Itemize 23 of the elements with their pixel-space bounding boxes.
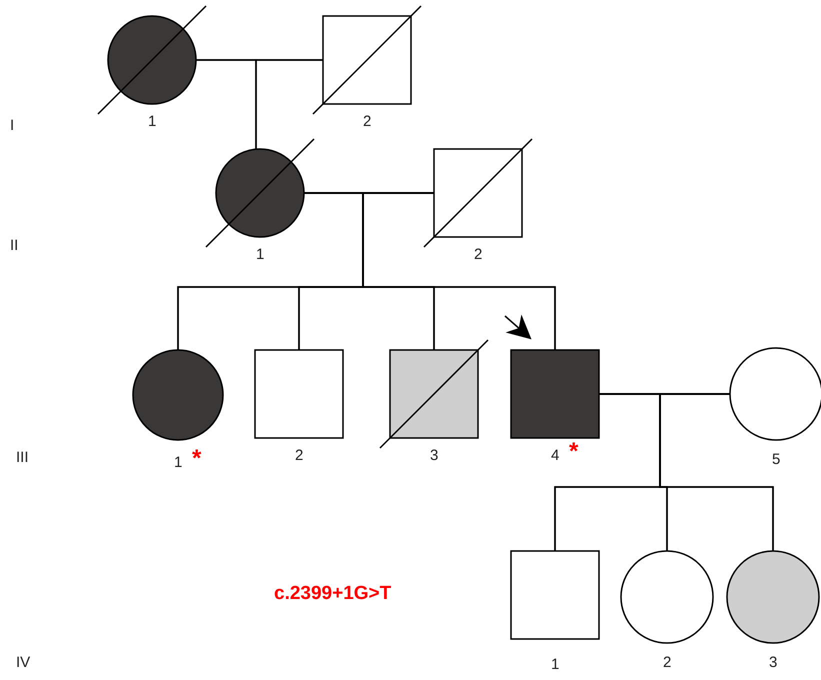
generation-label: II: [10, 237, 18, 254]
asterisk-mark: *: [569, 438, 578, 466]
descent-line: [255, 59, 323, 149]
asterisk-mark: *: [192, 445, 202, 473]
generation-label: III: [16, 449, 29, 466]
individual-number: 1: [551, 656, 560, 673]
generation-label: I: [10, 117, 14, 134]
individual-number: 2: [663, 654, 672, 671]
individual-number: 1: [148, 113, 156, 130]
individual-number: 1: [174, 454, 182, 471]
descent-line: [659, 393, 774, 551]
individual-number: 4: [551, 447, 560, 464]
generation-label: IV: [16, 654, 30, 671]
individual-number: 3: [769, 654, 778, 671]
individual-number: 5: [772, 451, 780, 468]
individual-number: 2: [363, 113, 372, 130]
individual-number: 2: [474, 246, 482, 263]
individual-number: 1: [256, 246, 264, 263]
individual-number: 3: [430, 447, 438, 464]
proband-arrow: [504, 314, 532, 340]
individual-number: 2: [295, 447, 304, 464]
descent-line: [362, 192, 556, 350]
variant-label: c.2399+1G>T: [274, 583, 392, 605]
